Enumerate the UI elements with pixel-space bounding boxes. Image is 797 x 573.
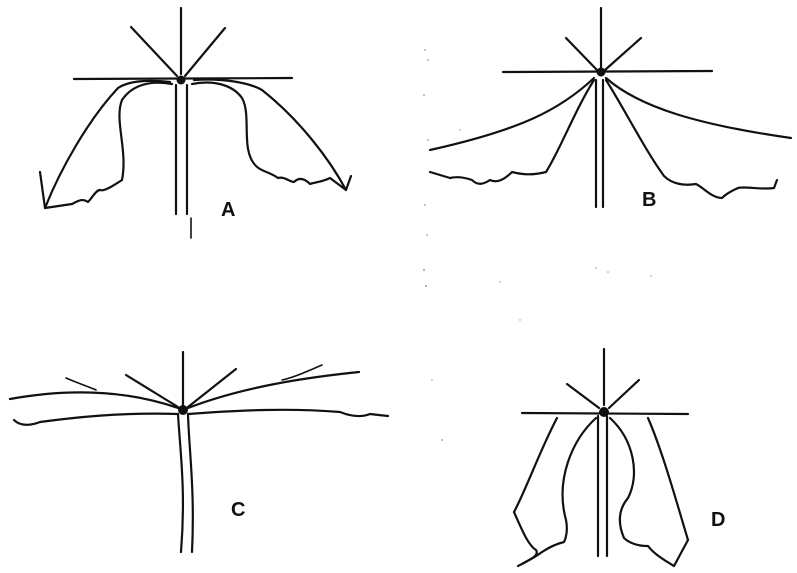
panel-d-drawing — [514, 349, 688, 566]
scan-specks — [423, 49, 652, 441]
panel-c: C — [10, 352, 388, 552]
panel-d-label: D — [711, 509, 725, 531]
panel-a: A — [40, 8, 351, 238]
panel-b-label: B — [642, 189, 656, 211]
panel-d: D — [514, 349, 725, 566]
panel-b-drawing — [430, 8, 791, 207]
panel-c-label: C — [231, 499, 245, 521]
panel-b: B — [430, 8, 791, 211]
panel-a-label: A — [221, 199, 235, 221]
panel-a-drawing — [40, 8, 351, 238]
panel-c-drawing — [10, 352, 388, 552]
